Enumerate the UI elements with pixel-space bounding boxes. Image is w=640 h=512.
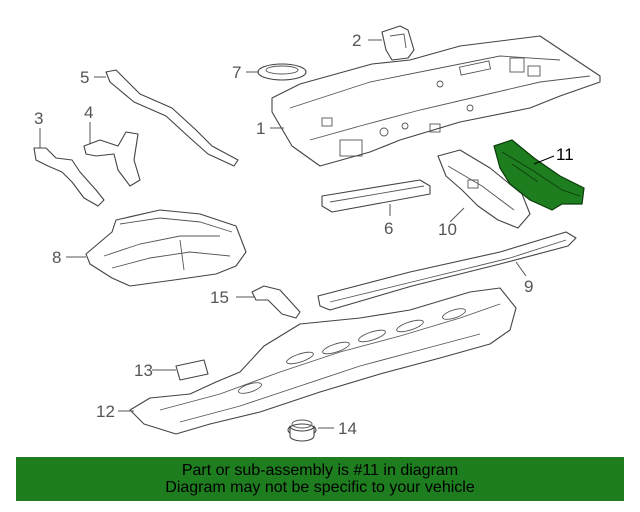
part-15-bracket[interactable] xyxy=(251,285,301,319)
callout-4: 4 xyxy=(84,103,93,122)
leader-lines xyxy=(39,39,555,429)
part-3-bracket[interactable] xyxy=(33,147,105,207)
callout-10: 10 xyxy=(438,220,457,239)
part-8-seat-pan[interactable] xyxy=(85,209,247,287)
part-12-underbody-shield[interactable] xyxy=(129,287,517,435)
callout-9: 9 xyxy=(524,277,533,296)
callout-labels: 2 5 7 3 4 1 8 6 10 11 9 15 13 12 14 xyxy=(34,31,574,438)
part-2-bracket[interactable] xyxy=(381,25,415,61)
info-banner: Part or sub-assembly is #11 in diagram D… xyxy=(16,457,624,501)
part-9-sill[interactable] xyxy=(317,231,577,311)
part-13-clip[interactable] xyxy=(175,359,209,381)
callout-6: 6 xyxy=(384,219,393,238)
callout-7: 7 xyxy=(232,63,241,82)
part-5-reinforcement-strip[interactable] xyxy=(105,69,239,167)
callout-15: 15 xyxy=(210,288,229,307)
banner-line-2: Diagram may not be specific to your vehi… xyxy=(165,479,475,496)
callout-5: 5 xyxy=(80,68,89,87)
parts-diagram: 2 5 7 3 4 1 8 6 10 11 9 15 13 12 14 xyxy=(33,25,601,442)
part-7-grommet[interactable] xyxy=(257,63,307,81)
part-6-rail[interactable] xyxy=(321,179,431,213)
callout-1: 1 xyxy=(256,119,265,138)
callout-14: 14 xyxy=(338,419,357,438)
part-10-bracket-assembly[interactable] xyxy=(437,149,531,229)
callout-3: 3 xyxy=(34,109,43,128)
part-1-floor-pan[interactable] xyxy=(271,35,601,167)
callout-12: 12 xyxy=(96,402,115,421)
callout-11: 11 xyxy=(556,145,574,164)
banner-line-1: Part or sub-assembly is #11 in diagram xyxy=(181,462,459,479)
callout-13: 13 xyxy=(134,361,153,380)
part-14-plug[interactable] xyxy=(287,419,317,442)
part-11-highlighted[interactable] xyxy=(493,139,585,211)
part-4-bracket[interactable] xyxy=(83,131,141,187)
callout-8: 8 xyxy=(52,248,61,267)
callout-2: 2 xyxy=(352,31,361,50)
